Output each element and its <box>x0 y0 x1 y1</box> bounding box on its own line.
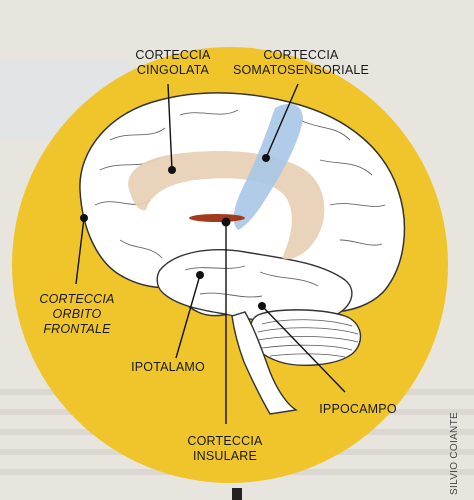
label-line: CORTECCIA <box>226 48 376 63</box>
label-hypothalamus: IPOTALAMO <box>118 360 218 375</box>
label-line: INSULARE <box>170 449 280 464</box>
label-orbitofrontal-cortex: CORTECCIA ORBITO FRONTALE <box>22 292 132 337</box>
label-line: CINGOLATA <box>118 63 228 78</box>
insular-cortex-region <box>189 214 245 222</box>
label-line: ORBITO <box>22 307 132 322</box>
label-somatosensory-cortex: CORTECCIA SOMATOSENSORIALE <box>226 48 376 78</box>
label-line: CORTECCIA <box>170 434 280 449</box>
label-line: IPPOCAMPO <box>308 402 408 417</box>
label-hippocampus: IPPOCAMPO <box>308 402 408 417</box>
label-line: CORTECCIA <box>118 48 228 63</box>
label-line: FRONTALE <box>22 322 132 337</box>
label-cingulate-cortex: CORTECCIA CINGOLATA <box>118 48 228 78</box>
label-line: IPOTALAMO <box>118 360 218 375</box>
photo-credit: SILVIO COIANTE <box>449 412 460 495</box>
label-insular-cortex: CORTECCIA INSULARE <box>170 434 280 464</box>
label-line: CORTECCIA <box>22 292 132 307</box>
label-line: SOMATOSENSORIALE <box>226 63 376 78</box>
